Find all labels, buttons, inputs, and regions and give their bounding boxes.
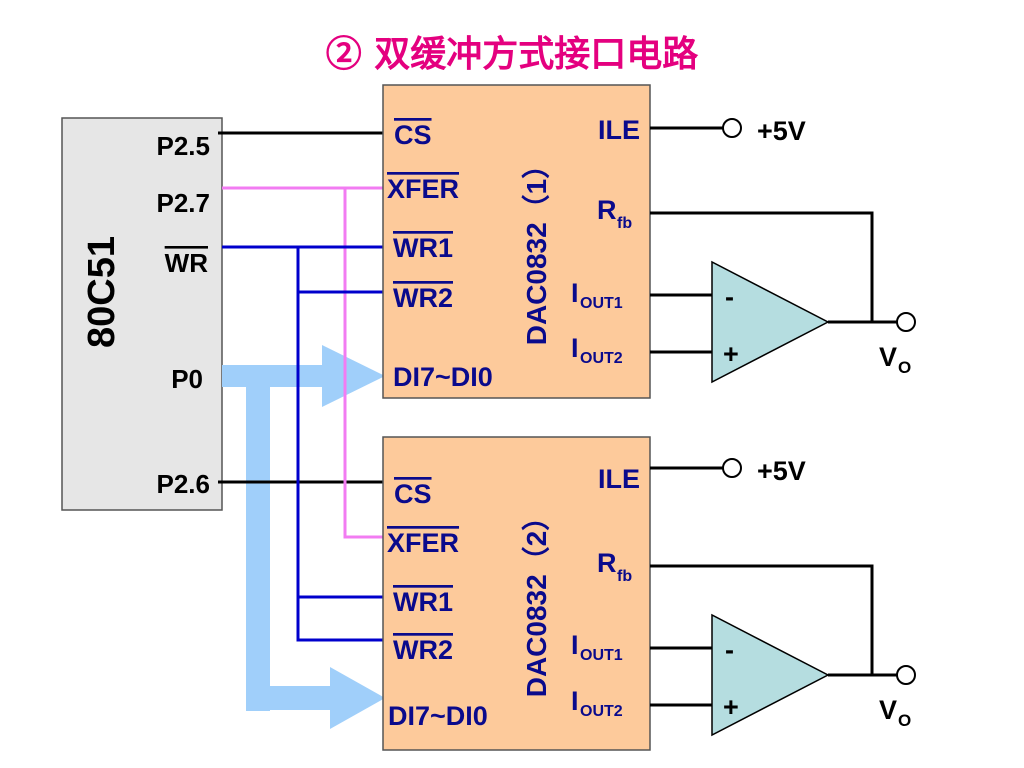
wire-rfb	[650, 211, 874, 322]
output-wires	[650, 126, 897, 354]
pin-wr2: WR2	[393, 635, 453, 665]
terminal-vout	[896, 665, 916, 685]
terminal-vout	[896, 312, 916, 332]
wire-wr-trunk	[296, 247, 383, 642]
pin-wr2: WR2	[393, 283, 453, 313]
opamp-plus: +	[723, 339, 739, 369]
opamp-minus: -	[725, 282, 734, 312]
control-wires	[218, 131, 383, 642]
pin-iout1: I	[571, 630, 579, 660]
vout-label: V	[879, 342, 897, 372]
pin-iout2-sub: OUT2	[580, 703, 623, 720]
pin-wr1: WR1	[393, 587, 453, 617]
pin-iout1-sub: OUT1	[580, 295, 623, 312]
pin-xfer: XFER	[387, 174, 459, 204]
pin-cs: CS	[394, 120, 432, 150]
dac-name: DAC0832（1）	[520, 151, 552, 346]
bus-vertical-segment	[246, 365, 270, 711]
bus-arrow-dac1	[322, 345, 385, 407]
pin-rfb: R	[597, 548, 617, 578]
supply-label: +5V	[757, 116, 806, 146]
data-bus	[222, 345, 385, 729]
wire-rfb	[650, 564, 874, 675]
pin-wr1: WR1	[393, 233, 453, 263]
pin-rfb-sub: fb	[617, 568, 632, 585]
mcu-label: 80C51	[81, 236, 123, 348]
bus-bottom-segment	[246, 686, 334, 710]
mcu-box	[61, 117, 223, 511]
opamp-minus: -	[725, 635, 734, 665]
pin-iout2-sub: OUT2	[580, 350, 623, 367]
bus-arrow-dac2	[330, 667, 385, 729]
dac0832-2: DAC0832（2） CS XFER WR1 WR2 DI7~DI0 ILE R…	[382, 436, 916, 751]
pin-iout1-sub: OUT1	[580, 647, 623, 664]
terminal-ile	[722, 458, 742, 478]
dac-box	[382, 84, 651, 399]
pin-p0-label: P0	[171, 364, 203, 394]
pin-di: DI7~DI0	[393, 362, 493, 392]
pin-xfer: XFER	[387, 528, 459, 558]
pin-di: DI7~DI0	[388, 701, 488, 731]
pin-wr-label: WR	[165, 248, 209, 278]
opamp	[711, 613, 830, 737]
pin-ile: ILE	[598, 115, 640, 145]
pin-p27-label: P2.7	[157, 188, 211, 218]
pin-rfb-sub: fb	[617, 215, 632, 232]
pin-iout2: I	[571, 686, 579, 716]
supply-label: +5V	[757, 456, 806, 486]
pin-cs: CS	[394, 479, 432, 509]
pin-iout1: I	[571, 278, 579, 308]
terminal-ile	[722, 118, 742, 138]
dac-name: DAC0832（2）	[520, 503, 552, 698]
pin-ile: ILE	[598, 464, 640, 494]
wire-p27-xfer2	[343, 188, 383, 539]
diagram-title: ② 双缓冲方式接口电路	[326, 33, 700, 75]
vout-sub: O	[898, 358, 911, 377]
opamp-plus: +	[723, 692, 739, 722]
opamp	[711, 260, 830, 384]
bus-top-segment	[222, 365, 326, 387]
pin-rfb: R	[597, 195, 617, 225]
pin-p25-label: P2.5	[157, 131, 211, 161]
pin-p26-label: P2.6	[157, 469, 211, 499]
dac0832-1: DAC0832（1） CS XFER WR1 WR2 DI7~DI0 ILE R…	[382, 84, 916, 399]
dac-box	[382, 436, 651, 751]
pin-iout2: I	[571, 333, 579, 363]
mcu-80c51: 80C51 P2.5 P2.7 WR P0 P2.6	[61, 117, 223, 511]
vout-sub: O	[898, 711, 911, 730]
output-wires	[650, 466, 897, 707]
vout-label: V	[879, 695, 897, 725]
